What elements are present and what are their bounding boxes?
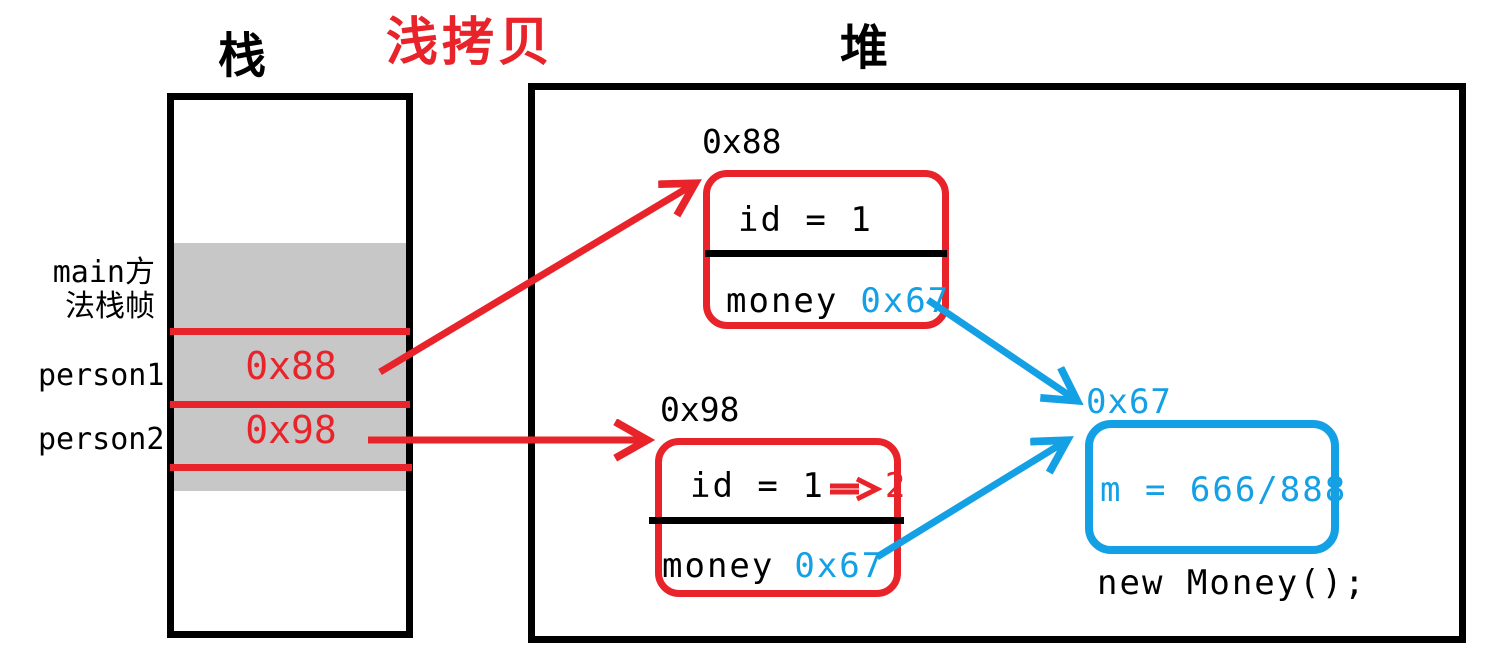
diagram-title: 浅拷贝: [386, 13, 555, 73]
person1-value: 0x88: [245, 344, 337, 388]
person2-value: 0x98: [245, 408, 337, 452]
money-object-box: [1085, 420, 1339, 554]
object1-address-label: 0x88: [702, 122, 782, 161]
object1-money-row: money 0x67: [726, 281, 950, 321]
stack-separator-2: [170, 401, 410, 408]
object1-box: [703, 170, 949, 329]
object2-money-row: money 0x67: [662, 546, 884, 586]
money-object-address-label: 0x67: [1086, 382, 1172, 422]
object2-money-ref: 0x67: [794, 546, 885, 586]
person2-label: person2: [38, 422, 165, 457]
heap-heading: 堆: [840, 20, 891, 76]
object1-money-label: money: [726, 281, 839, 321]
object2-address-label: 0x98: [660, 390, 740, 429]
id-change-arrow-icon: [829, 476, 883, 502]
main-stack-frame-region: [169, 243, 412, 491]
main-frame-label: main方 法栈帧: [20, 256, 155, 324]
object2-id-field: id = 1: [690, 466, 825, 506]
person1-label: person1: [38, 358, 165, 393]
object2-id-row: id = 1 2: [690, 466, 907, 506]
object2-divider: [649, 517, 904, 524]
object2-money-label: money: [662, 546, 775, 586]
main-frame-label-line2: 法栈帧: [65, 289, 155, 324]
object2-id-new-value: 2: [884, 466, 908, 506]
money-object-field: m = 666/888: [1100, 470, 1348, 510]
stack-separator-1: [170, 328, 410, 335]
stack-separator-3: [170, 464, 412, 471]
object1-id-field: id = 1: [738, 200, 873, 240]
main-frame-label-line1: main方: [52, 255, 155, 290]
object1-money-ref: 0x67: [860, 281, 951, 321]
new-money-caption: new Money();: [1097, 563, 1367, 603]
stack-heading: 栈: [218, 28, 269, 84]
object1-divider: [705, 250, 947, 257]
